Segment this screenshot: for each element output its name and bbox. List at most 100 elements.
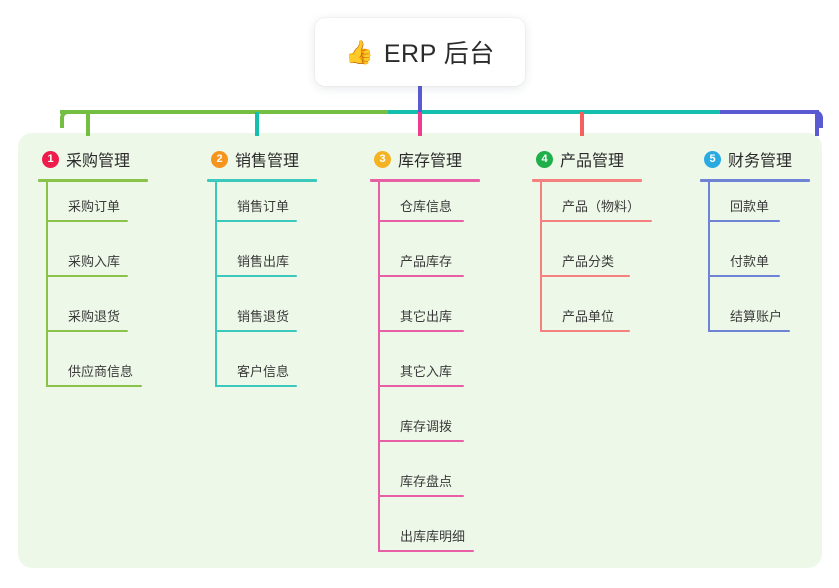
list-item-rule [378, 550, 474, 552]
list-item[interactable]: 采购退货 [38, 292, 148, 347]
column-item-list: 仓库信息产品库存其它出库其它入库库存调拨库存盘点出库库明细 [370, 182, 480, 567]
list-item[interactable]: 库存盘点 [370, 457, 480, 512]
list-item-label: 销售退货 [237, 309, 290, 324]
list-item-rule [46, 220, 128, 222]
list-item-rule [540, 220, 652, 222]
list-item-label: 产品分类 [562, 254, 615, 269]
column-title: 销售管理 [235, 153, 300, 170]
list-item-rule [540, 275, 630, 277]
list-item-label: 供应商信息 [68, 364, 134, 379]
trunk-connector [418, 84, 422, 112]
list-item-label: 库存调拨 [400, 419, 453, 434]
column-badge-2: 2 [211, 150, 228, 168]
column-stem [46, 182, 48, 387]
column-header-rule [700, 179, 810, 182]
thumbs-up-icon: 👍 [345, 38, 374, 65]
column-badge-3: 3 [374, 150, 391, 168]
list-item-rule [378, 220, 464, 222]
list-item[interactable]: 采购入库 [38, 237, 148, 292]
list-item-label: 出库库明细 [400, 529, 466, 544]
list-item[interactable]: 其它出库 [370, 292, 480, 347]
column-header-2[interactable]: 2 销售管理 [207, 148, 317, 170]
list-item-rule [708, 275, 780, 277]
drop-2 [255, 112, 259, 136]
list-item-label: 库存盘点 [400, 474, 453, 489]
list-item[interactable]: 产品（物料） [532, 182, 652, 237]
list-item[interactable]: 销售退货 [207, 292, 317, 347]
column-header-3[interactable]: 3 库存管理 [370, 148, 480, 170]
column-header-rule [207, 179, 317, 182]
list-item-rule [215, 220, 297, 222]
list-item[interactable]: 客户信息 [207, 347, 317, 402]
list-item[interactable]: 库存调拨 [370, 402, 480, 457]
list-item[interactable]: 仓库信息 [370, 182, 480, 237]
list-item[interactable]: 产品分类 [532, 237, 642, 292]
list-item-rule [378, 275, 464, 277]
column-产品管理: 4 产品管理产品（物料） 产品分类产品单位 [532, 148, 652, 347]
column-header-5[interactable]: 5 财务管理 [700, 148, 810, 170]
column-采购管理: 1 采购管理采购订单采购入库采购退货供应商信息 [38, 148, 148, 402]
list-item[interactable]: 销售出库 [207, 237, 317, 292]
list-item[interactable]: 产品单位 [532, 292, 642, 347]
list-item[interactable]: 销售订单 [207, 182, 317, 237]
column-header-4[interactable]: 4 产品管理 [532, 148, 642, 170]
column-item-list: 回款单付款单结算账户 [700, 182, 810, 347]
list-item-label: 回款单 [730, 199, 770, 214]
column-badge-1: 1 [42, 150, 59, 168]
column-badge-4: 4 [536, 150, 553, 168]
list-item[interactable]: 出库库明细 [370, 512, 480, 567]
column-财务管理: 5 财务管理回款单付款单结算账户 [700, 148, 810, 347]
list-item-label: 仓库信息 [400, 199, 453, 214]
page-title: ERP 后台 [383, 40, 495, 68]
column-item-list: 销售订单销售出库销售退货客户信息 [207, 182, 317, 402]
column-title: 产品管理 [560, 153, 625, 170]
list-item[interactable]: 其它入库 [370, 347, 480, 402]
list-item-rule [215, 330, 297, 332]
column-badge-5: 5 [704, 150, 721, 168]
list-item[interactable]: 结算账户 [700, 292, 810, 347]
list-item-rule [46, 330, 128, 332]
connector-corner-left [60, 110, 78, 128]
list-item-rule [378, 385, 464, 387]
green-bar [60, 110, 388, 114]
drop-3 [418, 112, 422, 136]
list-item-rule [708, 330, 790, 332]
blue-bar [720, 110, 819, 114]
column-header-1[interactable]: 1 采购管理 [38, 148, 148, 170]
list-item[interactable]: 回款单 [700, 182, 810, 237]
list-item-label: 产品库存 [400, 254, 453, 269]
column-stem [215, 182, 217, 387]
list-item-label: 客户信息 [237, 364, 290, 379]
column-title: 采购管理 [66, 153, 131, 170]
column-stem [378, 182, 380, 552]
column-title: 财务管理 [728, 153, 793, 170]
list-item-label: 采购入库 [68, 254, 121, 269]
list-item-rule [46, 275, 128, 277]
column-销售管理: 2 销售管理销售订单销售出库销售退货客户信息 [207, 148, 317, 402]
drop-4 [580, 112, 584, 136]
column-stem [708, 182, 710, 332]
list-item-rule [378, 330, 464, 332]
column-title: 库存管理 [398, 153, 463, 170]
list-item-rule [708, 220, 780, 222]
root-node-erp-backend[interactable]: 👍 ERP 后台 [315, 18, 525, 86]
list-item-label: 产品（物料） [562, 199, 641, 214]
list-item-label: 产品单位 [562, 309, 615, 324]
list-item-rule [540, 330, 630, 332]
column-item-list: 产品（物料） 产品分类产品单位 [532, 182, 652, 347]
column-库存管理: 3 库存管理仓库信息产品库存其它出库其它入库库存调拨库存盘点出库库明细 [370, 148, 480, 567]
column-item-list: 采购订单采购入库采购退货供应商信息 [38, 182, 148, 402]
list-item-label: 采购订单 [68, 199, 121, 214]
list-item[interactable]: 付款单 [700, 237, 810, 292]
drop-1 [86, 112, 90, 136]
list-item-rule [378, 495, 464, 497]
list-item-label: 其它入库 [400, 364, 453, 379]
list-item-rule [46, 385, 142, 387]
column-header-rule [370, 179, 480, 182]
list-item[interactable]: 采购订单 [38, 182, 148, 237]
list-item-label: 销售出库 [237, 254, 290, 269]
connector-corner-right [805, 110, 823, 128]
list-item[interactable]: 产品库存 [370, 237, 480, 292]
list-item[interactable]: 供应商信息 [38, 347, 148, 402]
